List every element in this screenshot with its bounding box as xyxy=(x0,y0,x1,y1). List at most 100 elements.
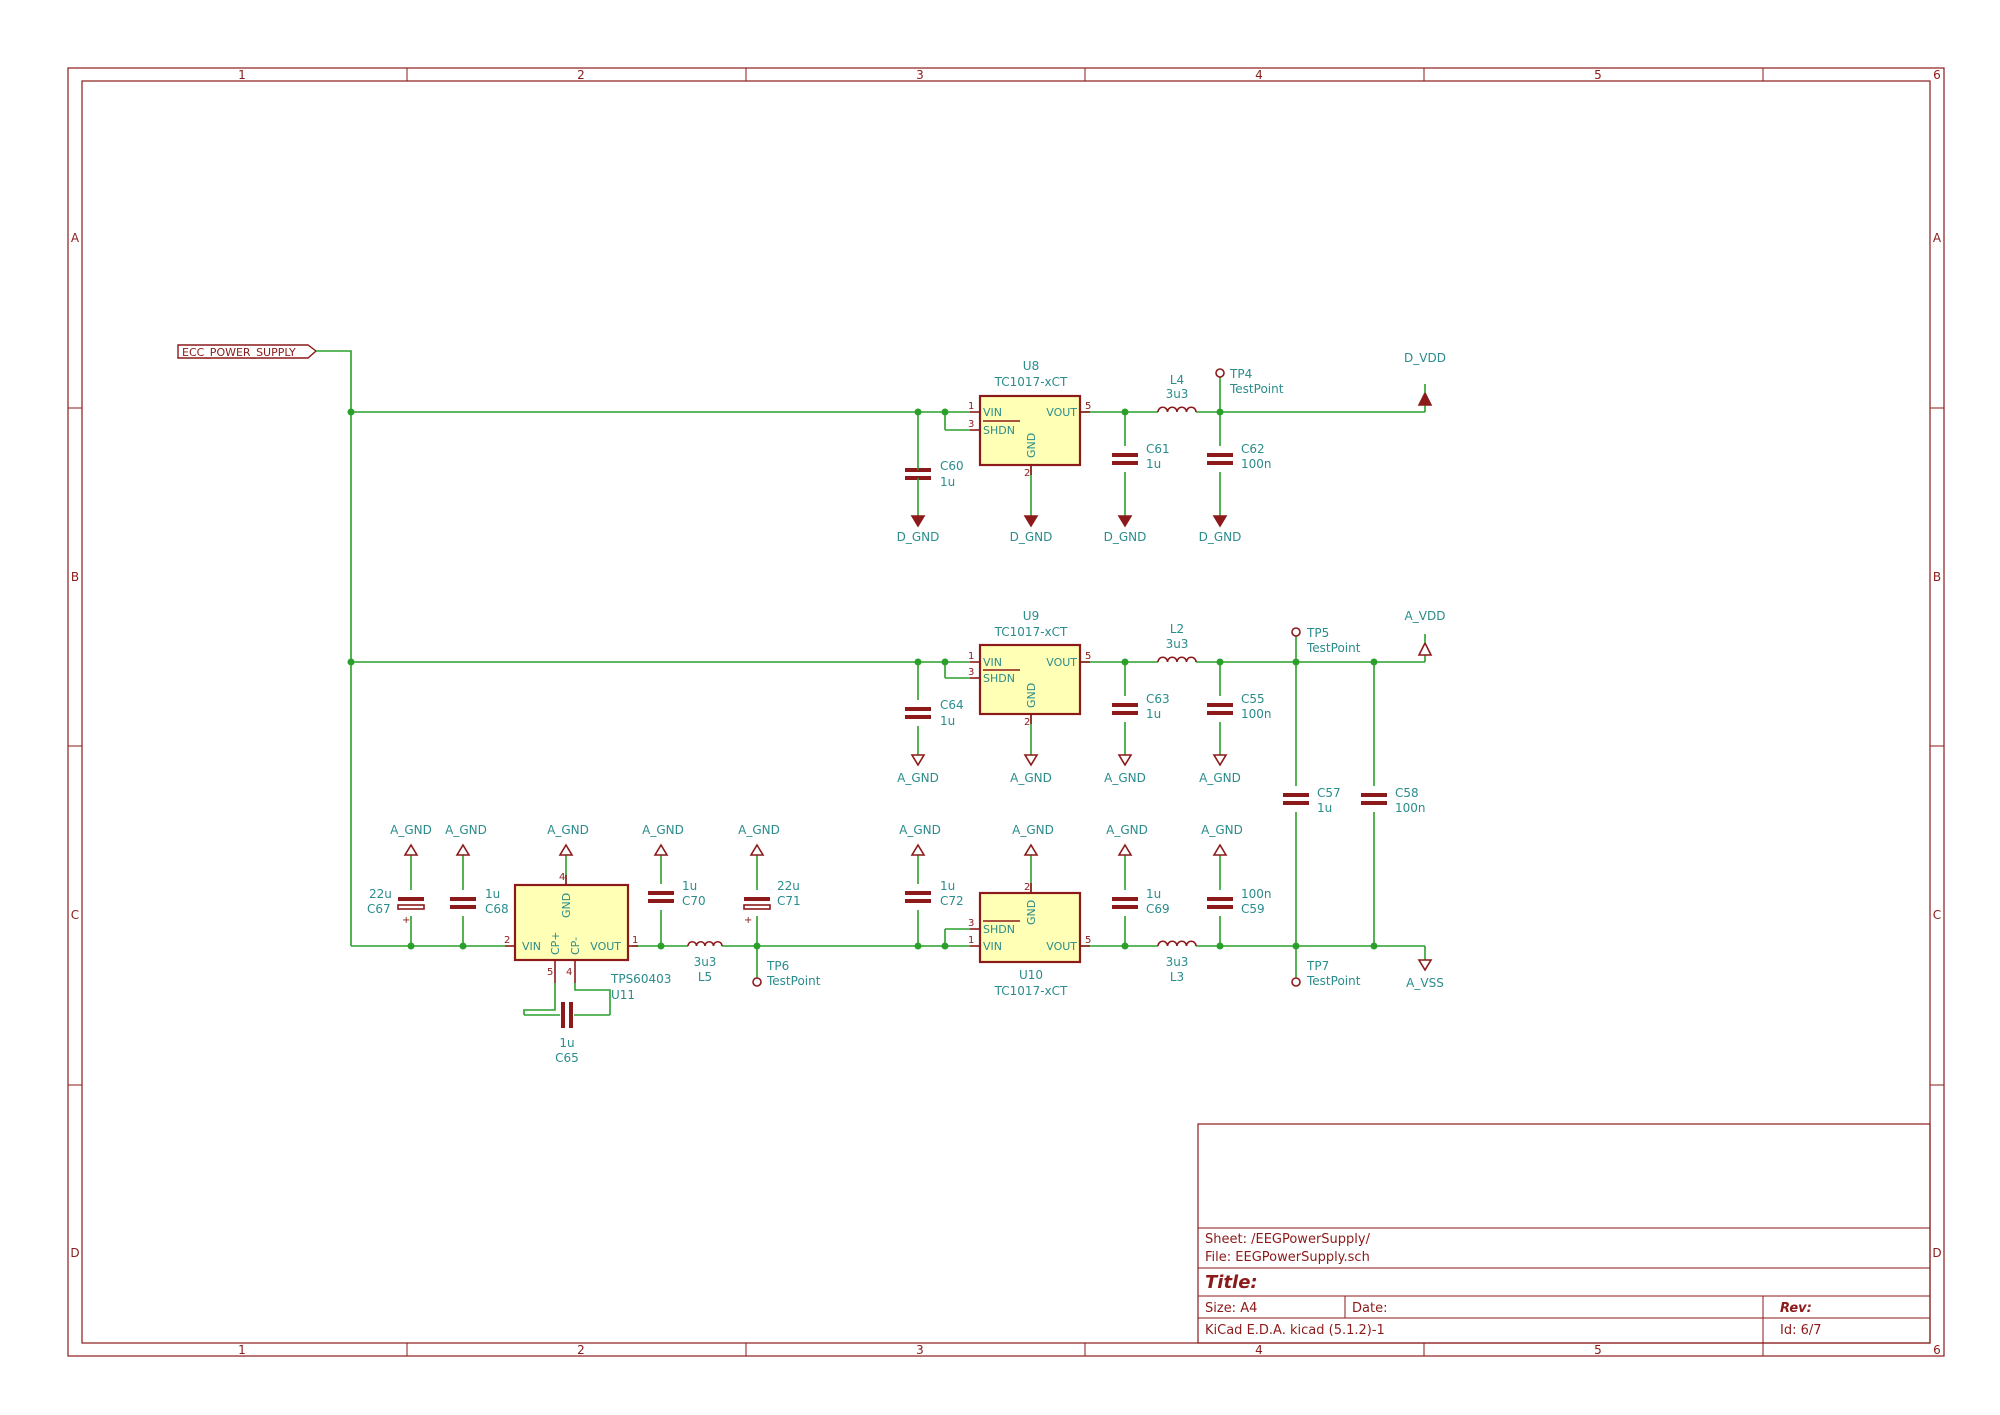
u11-pin-vin: VIN xyxy=(522,940,541,953)
u9-pin-vout: VOUT xyxy=(1046,656,1077,669)
c68-value: 1u xyxy=(485,887,500,901)
u10-pin-shdn: SHDN xyxy=(983,923,1015,936)
a-gnd-label-b8: A_GND xyxy=(1106,823,1148,837)
c61-value: 1u xyxy=(1146,457,1161,471)
capacitor-c65[interactable] xyxy=(561,1002,573,1028)
c67-value: 22u xyxy=(369,887,392,901)
junctions xyxy=(347,408,1378,950)
a-gnd-label-b3: A_GND xyxy=(547,823,589,837)
tp4-value: TestPoint xyxy=(1229,382,1284,396)
c63-ref: C63 xyxy=(1146,692,1170,706)
u9-value: TC1017-xCT xyxy=(994,625,1068,639)
a-gnd-arrow-m4 xyxy=(1212,754,1228,767)
c55-ref: C55 xyxy=(1241,692,1265,706)
l4-value: 3u3 xyxy=(1166,387,1189,401)
d-gnd-arrow-2 xyxy=(1023,515,1039,528)
u10-pin-2: 2 xyxy=(1024,882,1030,893)
capacitor-c63[interactable] xyxy=(1112,703,1138,715)
capacitor-c59[interactable] xyxy=(1207,897,1233,909)
c70-value: 1u xyxy=(682,879,697,893)
capacitor-c68[interactable] xyxy=(450,897,476,909)
c67-plus: + xyxy=(402,915,410,926)
testpoint-tp5[interactable] xyxy=(1291,627,1301,637)
tp5-ref: TP5 xyxy=(1306,626,1329,640)
tp7-ref: TP7 xyxy=(1306,959,1329,973)
tp7-value: TestPoint xyxy=(1306,974,1361,988)
u10-ref: U10 xyxy=(1019,968,1043,982)
u10-pin-1: 1 xyxy=(968,935,974,946)
c59-value: 100n xyxy=(1241,887,1272,901)
u11-pin-2: 2 xyxy=(504,935,510,946)
a-gnd-label-b4: A_GND xyxy=(642,823,684,837)
a-gnd-arrow-b6 xyxy=(910,843,926,856)
testpoint-tp6[interactable] xyxy=(752,977,762,987)
c72-value: 1u xyxy=(940,879,955,893)
a-gnd-label-b7: A_GND xyxy=(1012,823,1054,837)
a-gnd-arrow-b3 xyxy=(558,843,574,856)
wires xyxy=(316,350,1426,1016)
u11-pin-4-bottom: 4 xyxy=(566,967,572,978)
testpoint-tp4[interactable] xyxy=(1215,368,1225,378)
inductor-l4[interactable] xyxy=(1157,406,1197,413)
col-label-5-bottom: 5 xyxy=(1594,1343,1602,1357)
c71-value: 22u xyxy=(777,879,800,893)
c69-value: 1u xyxy=(1146,887,1161,901)
regulator-u8[interactable] xyxy=(970,394,1090,475)
capacitor-c64[interactable] xyxy=(905,707,931,719)
a-gnd-label-b9: A_GND xyxy=(1201,823,1243,837)
a-gnd-arrow-m1 xyxy=(910,754,926,767)
u8-value: TC1017-xCT xyxy=(994,375,1068,389)
row-label-b: B xyxy=(71,570,79,584)
tb-id: Id: 6/7 xyxy=(1780,1323,1822,1338)
capacitor-c71[interactable] xyxy=(743,897,771,910)
testpoint-tp7[interactable] xyxy=(1291,977,1301,987)
regulator-u9[interactable] xyxy=(970,643,1090,724)
hier-label-ecc-power-supply[interactable]: ECC_POWER_SUPPLY xyxy=(177,344,318,359)
inductor-l5[interactable] xyxy=(687,940,723,947)
u9-pin-1: 1 xyxy=(968,651,974,662)
c64-value: 1u xyxy=(940,714,955,728)
d-gnd-label-2: D_GND xyxy=(1010,530,1053,544)
capacitor-c70[interactable] xyxy=(648,891,674,903)
c63-value: 1u xyxy=(1146,707,1161,721)
capacitor-c57[interactable] xyxy=(1283,793,1309,805)
row-label-c-right: C xyxy=(1933,908,1941,922)
a-vss-arrow xyxy=(1417,959,1433,972)
row-label-a-right: A xyxy=(1933,231,1942,245)
a-gnd-arrow-b1 xyxy=(403,843,419,856)
tb-file: File: EEGPowerSupply.sch xyxy=(1205,1250,1370,1265)
col-label-3-bottom: 3 xyxy=(916,1343,924,1357)
c69-ref: C69 xyxy=(1146,902,1170,916)
sheet-frame xyxy=(67,67,1945,1357)
c72-ref: C72 xyxy=(940,894,964,908)
capacitor-c67[interactable] xyxy=(397,897,425,910)
l5-ref: L5 xyxy=(698,970,712,984)
charge-pump-u11[interactable] xyxy=(505,875,638,983)
c57-ref: C57 xyxy=(1317,786,1341,800)
capacitor-c58[interactable] xyxy=(1361,793,1387,805)
u9-pin-2: 2 xyxy=(1024,717,1030,728)
a-gnd-label-m3: A_GND xyxy=(1104,771,1146,785)
capacitor-c60[interactable] xyxy=(905,460,931,488)
u11-pin-vout: VOUT xyxy=(590,940,621,953)
capacitor-c62[interactable] xyxy=(1207,453,1233,465)
u11-pin-1: 1 xyxy=(632,935,638,946)
a-vdd-arrow xyxy=(1417,634,1433,656)
regulator-u10[interactable] xyxy=(970,883,1090,964)
inductor-l3[interactable] xyxy=(1157,940,1197,947)
capacitor-c61[interactable] xyxy=(1112,453,1138,465)
col-label-2: 2 xyxy=(577,68,585,82)
capacitor-c69[interactable] xyxy=(1112,897,1138,909)
row-label-d-right: D xyxy=(1932,1246,1941,1260)
capacitor-c55[interactable] xyxy=(1207,703,1233,715)
col-label-6: 6 xyxy=(1933,68,1941,82)
u11-value: TPS60403 xyxy=(610,972,671,986)
tb-title: Title: xyxy=(1205,1272,1258,1293)
c65-ref: C65 xyxy=(555,1051,579,1065)
c67-ref: C67 xyxy=(367,902,391,916)
inductor-l2[interactable] xyxy=(1157,656,1197,663)
a-gnd-label-b1: A_GND xyxy=(390,823,432,837)
title-block xyxy=(1197,1123,1931,1344)
capacitor-c72[interactable] xyxy=(905,891,931,903)
